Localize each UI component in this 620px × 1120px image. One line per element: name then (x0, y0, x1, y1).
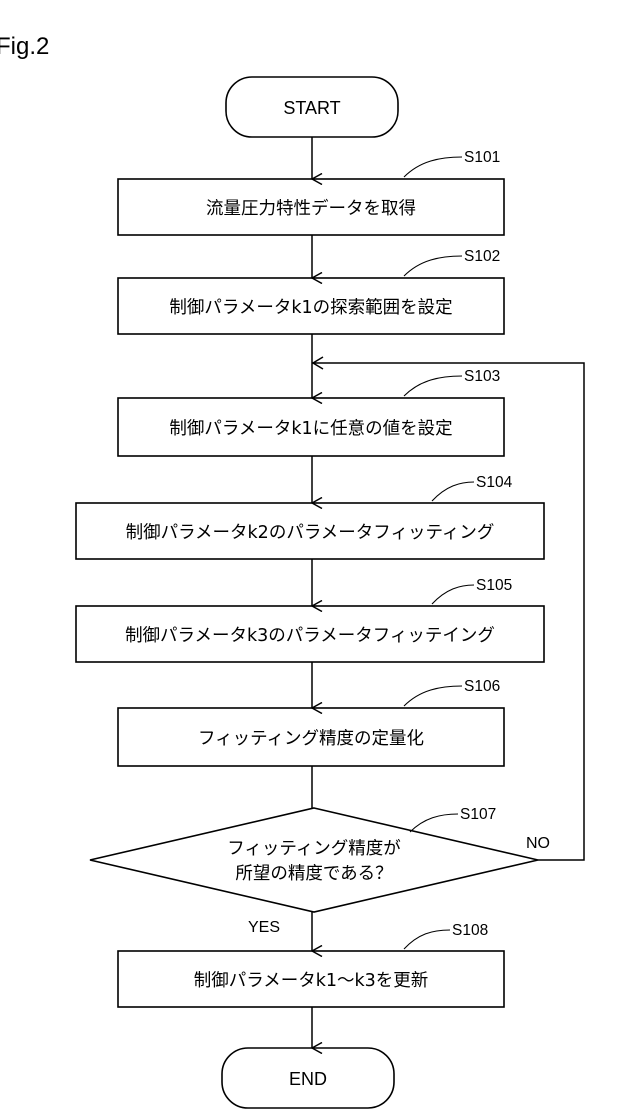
start-terminal: START (226, 77, 398, 137)
decision-text-line2: 所望の精度である？ (235, 864, 392, 884)
process-text-s102: 制御パラメータk1の探索範囲を設定 (169, 298, 452, 318)
step-id-s102: S102 (464, 248, 500, 265)
process-box-s103: 制御パラメータk1に任意の値を設定 (118, 398, 504, 456)
process-box-s101: 流量圧力特性データを取得 (118, 179, 504, 235)
process-text-s108: 制御パラメータk1～k3を更新 (194, 971, 429, 991)
process-box-s102: 制御パラメータk1の探索範囲を設定 (118, 278, 504, 334)
process-text-s105: 制御パラメータk3のパラメータフィッテイング (125, 626, 495, 646)
process-text-s104: 制御パラメータk2のパラメータフィッティング (126, 523, 495, 543)
decision-text-line1: フィッティング精度が (227, 839, 401, 859)
end-terminal: END (222, 1048, 394, 1108)
step-label-s101: S101 (404, 149, 500, 177)
process-text-s106: フィッティング精度の定量化 (198, 729, 424, 749)
step-id-s105: S105 (476, 577, 512, 594)
process-box-s106: フィッティング精度の定量化 (118, 708, 504, 766)
step-id-s101: S101 (464, 149, 500, 166)
step-label-s104: S104 (432, 474, 513, 501)
step-id-s108: S108 (452, 922, 488, 939)
step-label-s108: S108 (404, 922, 488, 949)
branch-label-no: NO (526, 835, 550, 852)
step-label-s106: S106 (404, 678, 500, 706)
end-label: END (289, 1069, 327, 1089)
step-label-s103: S103 (404, 368, 500, 396)
figure-label: Fig.2 (0, 33, 49, 60)
branch-label-yes: YES (248, 919, 280, 936)
step-id-s106: S106 (464, 678, 500, 695)
step-id-s107: S107 (460, 806, 496, 823)
process-text-s101: 流量圧力特性データを取得 (206, 198, 416, 219)
step-id-s103: S103 (464, 368, 500, 385)
process-text-s103: 制御パラメータk1に任意の値を設定 (169, 419, 452, 439)
decision-diamond-s107: フィッティング精度が 所望の精度である？ (90, 808, 538, 912)
start-label: START (283, 98, 340, 118)
process-box-s105: 制御パラメータk3のパラメータフィッテイング (76, 606, 544, 662)
step-label-s102: S102 (404, 248, 500, 276)
process-box-s108: 制御パラメータk1～k3を更新 (118, 951, 504, 1007)
process-box-s104: 制御パラメータk2のパラメータフィッティング (76, 503, 544, 559)
step-label-s105: S105 (432, 577, 512, 604)
step-label-s107: S107 (410, 806, 496, 832)
step-id-s104: S104 (476, 474, 513, 491)
